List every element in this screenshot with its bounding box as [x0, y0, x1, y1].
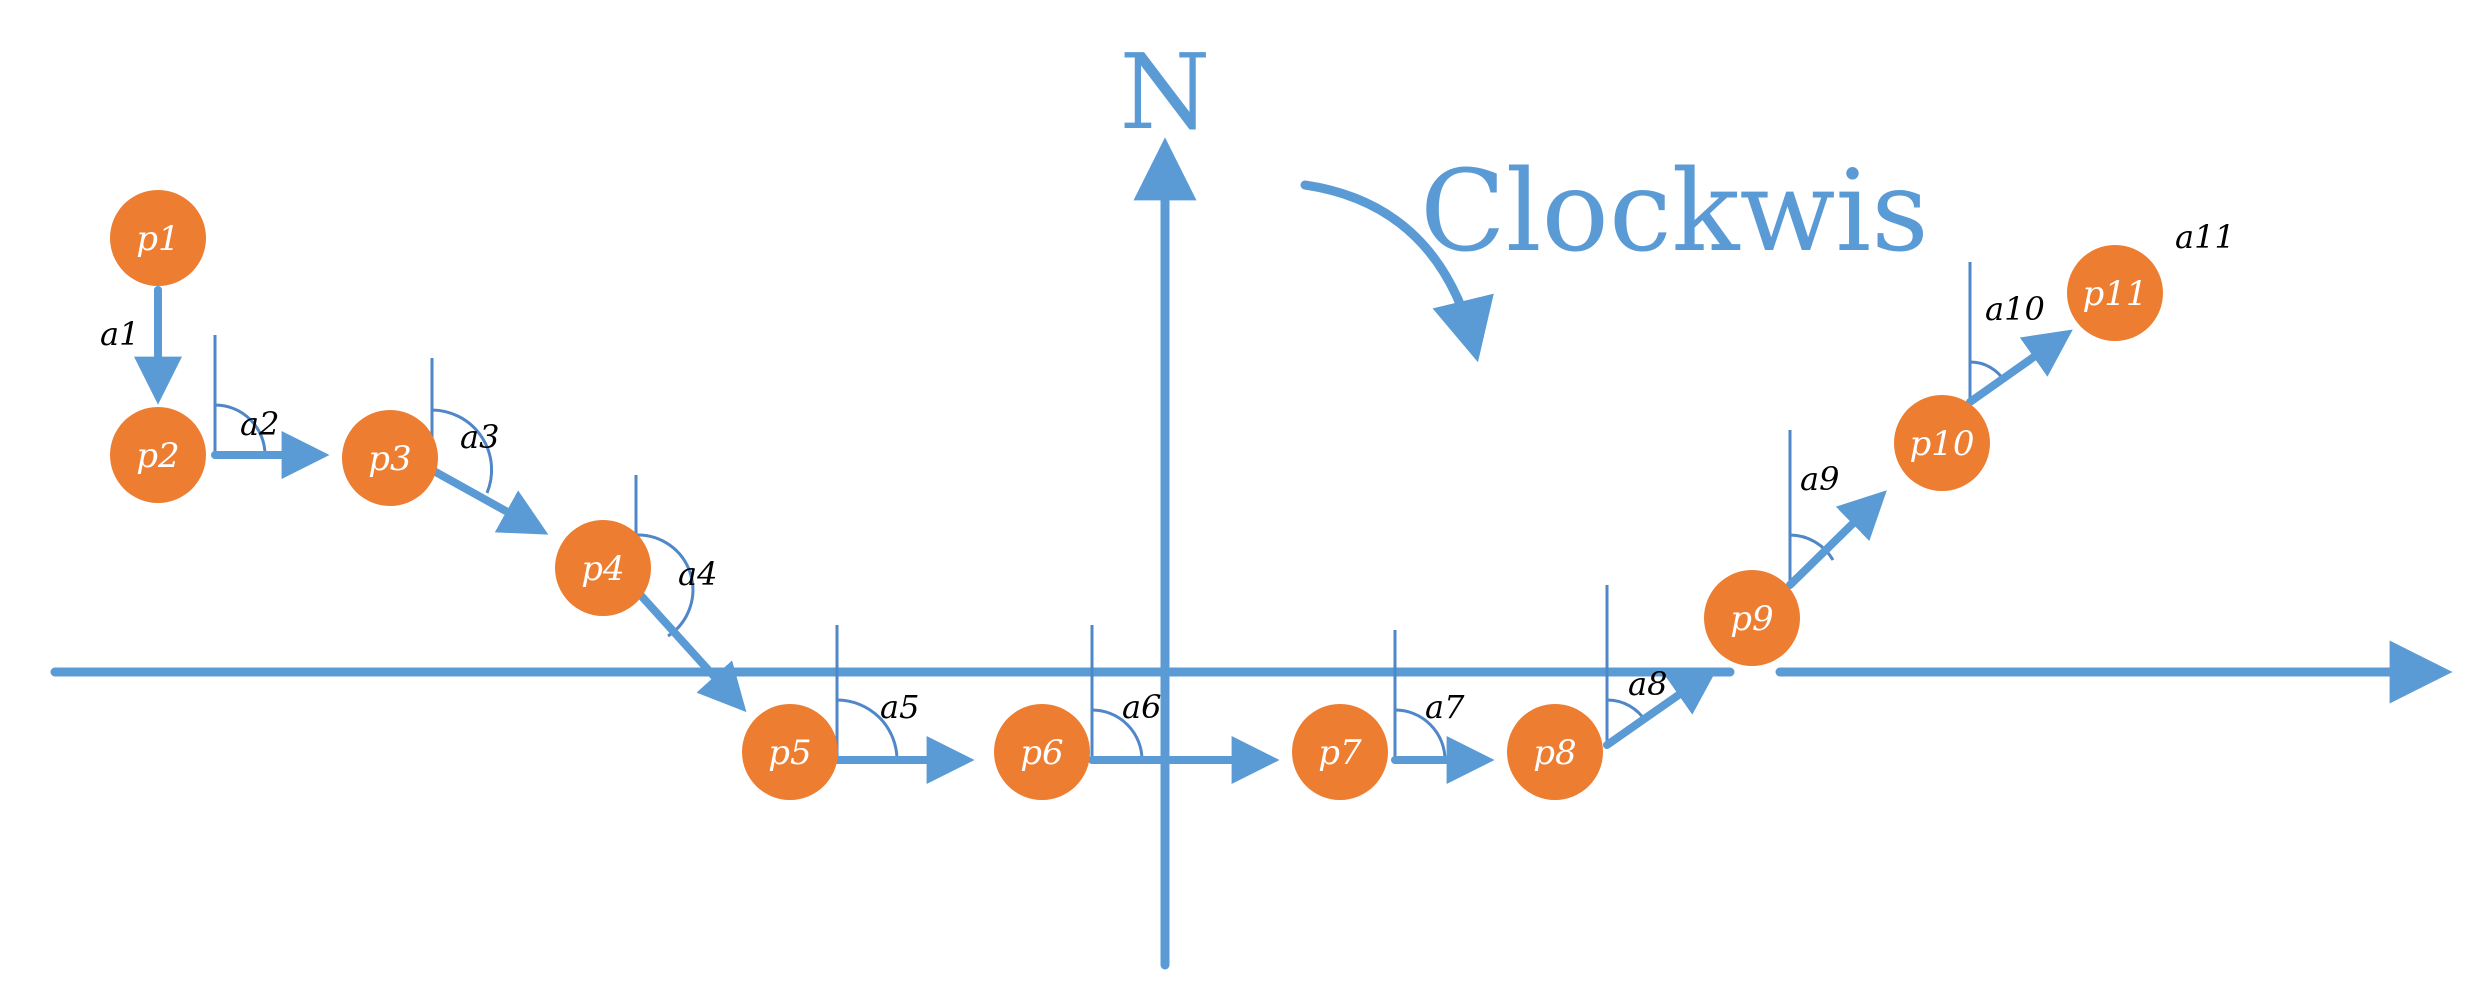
point-p1: p1	[110, 190, 206, 286]
point-label: p6	[1020, 733, 1063, 773]
vector-p4-p5	[632, 586, 747, 713]
angle-label-a2: a2	[240, 405, 279, 443]
vector-p8-p9	[1603, 667, 1718, 749]
point-p5: p5	[742, 704, 838, 800]
motion-vectors	[134, 286, 2073, 784]
point-label: p7	[1318, 733, 1362, 773]
angle-label-a8: a8	[1628, 665, 1667, 703]
north-label: N	[1120, 31, 1211, 153]
angle-label-a6: a6	[1122, 688, 1161, 726]
point-label: p9	[1730, 599, 1773, 639]
point-label: p10	[1909, 424, 1974, 464]
point-label: p11	[2082, 274, 2147, 314]
clockwise-arrow	[1300, 180, 1494, 363]
point-p2: p2	[110, 407, 206, 503]
point-p10: p10	[1894, 395, 1990, 491]
angle-arc	[214, 403, 267, 456]
angle-label-a11: a11	[2175, 218, 2235, 256]
angle-arc	[635, 533, 695, 638]
point-p11: p11	[2067, 245, 2163, 341]
vector-p9-p10	[1786, 490, 1887, 589]
angle-arc	[836, 698, 899, 761]
point-p6: p6	[994, 704, 1090, 800]
point-p7: p7	[1292, 704, 1388, 800]
point-label: p8	[1533, 733, 1576, 773]
point-label: p5	[768, 733, 811, 773]
point-label: p3	[368, 439, 411, 479]
clockwise-label: Clockwis	[1420, 147, 1929, 277]
angle-labels: a1 a2 a3 a4 a5 a6 a7 a8 a9 a10 a11	[100, 218, 2235, 726]
angle-label-a9: a9	[1800, 460, 1839, 498]
angle-label-a3: a3	[460, 418, 499, 456]
angle-label-a4: a4	[678, 555, 717, 593]
angle-label-a1: a1	[100, 315, 139, 353]
point-label: p1	[136, 219, 179, 259]
vector-p3-p4	[428, 466, 549, 535]
point-label: p2	[136, 436, 179, 476]
vector-p10-p11	[1966, 329, 2073, 406]
angle-label-a5: a5	[880, 688, 919, 726]
angle-label-a10: a10	[1985, 290, 2045, 328]
point-p8: p8	[1507, 704, 1603, 800]
point-p3: p3	[342, 410, 438, 506]
angle-label-a7: a7	[1425, 688, 1465, 726]
angle-arc	[1394, 708, 1447, 761]
angle-arc	[431, 408, 494, 494]
point-p9: p9	[1704, 570, 1800, 666]
angle-arc	[1091, 708, 1144, 761]
point-label: p4	[581, 549, 624, 589]
angle-arc	[1789, 533, 1835, 561]
point-p4: p4	[555, 520, 651, 616]
reference-lines	[213, 262, 1972, 760]
